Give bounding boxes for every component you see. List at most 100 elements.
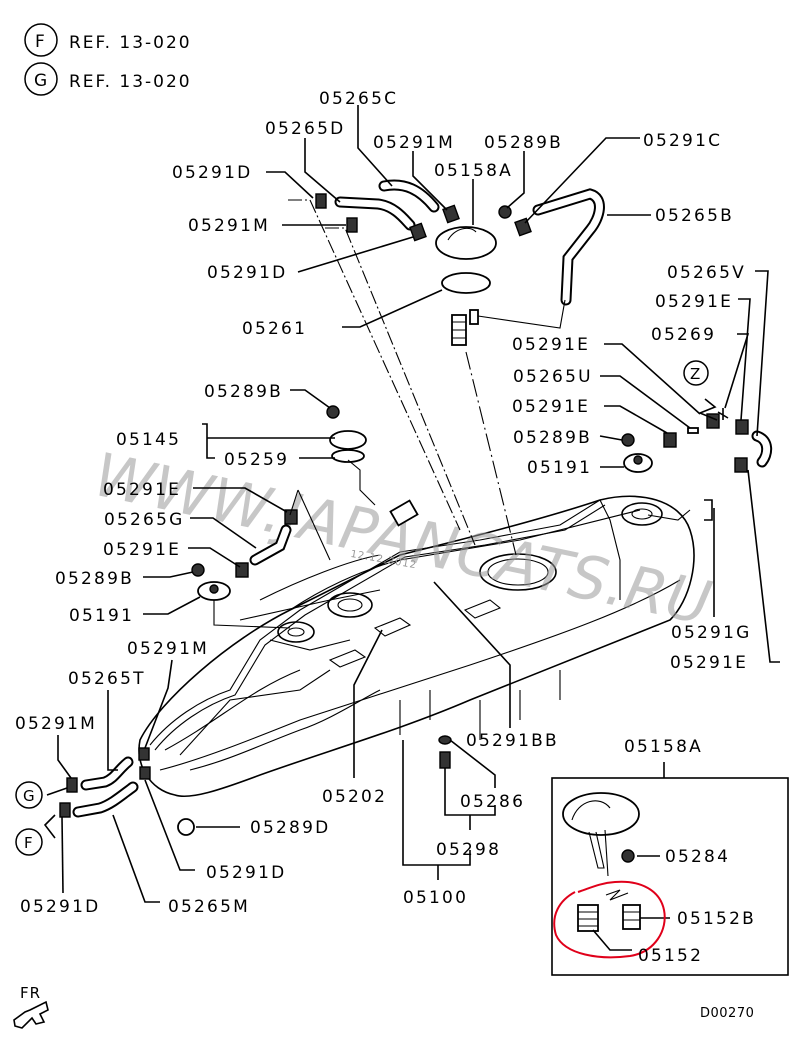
label-05265M[interactable]: 05265M bbox=[168, 897, 250, 917]
clamp-05291E-l1[interactable] bbox=[284, 509, 298, 525]
clamp-05291D-top2[interactable] bbox=[409, 222, 427, 242]
zone-marker-z[interactable]: Z bbox=[683, 360, 709, 386]
label-05158A-top[interactable]: 05158A bbox=[434, 161, 513, 181]
label-05286[interactable]: 05286 bbox=[460, 792, 525, 812]
label-05291M-l[interactable]: 05291M bbox=[15, 714, 97, 734]
label-05298[interactable]: 05298 bbox=[436, 840, 501, 860]
label-05291E-r2[interactable]: 05291E bbox=[512, 335, 590, 355]
sender-cap-05191-l[interactable] bbox=[197, 581, 231, 601]
label-05289B-l2[interactable]: 05289B bbox=[55, 569, 134, 589]
label-05291E-r3[interactable]: 05291E bbox=[512, 397, 590, 417]
ref-marker-circle bbox=[24, 23, 58, 57]
label-05259[interactable]: 05259 bbox=[224, 450, 289, 470]
clamp-05291D-top[interactable] bbox=[315, 193, 327, 209]
label-05291M-top2[interactable]: 05291M bbox=[188, 216, 270, 236]
label-05291E-r1[interactable]: 05291E bbox=[655, 292, 733, 312]
label-05265B[interactable]: 05265B bbox=[655, 206, 734, 226]
front-indicator-label: FR bbox=[20, 984, 41, 1002]
label-05289B-top[interactable]: 05289B bbox=[484, 133, 563, 153]
label-05152[interactable]: 05152 bbox=[638, 946, 703, 966]
label-05191-r[interactable]: 05191 bbox=[527, 458, 592, 478]
label-05291M-top[interactable]: 05291M bbox=[373, 133, 455, 153]
reference-g[interactable]: G REF. 13-020 bbox=[24, 62, 192, 96]
label-05291D-top2[interactable]: 05291D bbox=[207, 263, 287, 283]
fuel-pump-module[interactable] bbox=[435, 226, 517, 556]
label-05291C[interactable]: 05291C bbox=[643, 131, 722, 151]
drawing-code: D00270 bbox=[700, 1006, 754, 1021]
label-05265U[interactable]: 05265U bbox=[513, 367, 593, 387]
hose-05265U[interactable] bbox=[687, 427, 699, 434]
label-05289D[interactable]: 05289D bbox=[250, 818, 330, 838]
fuel-tank-body bbox=[138, 495, 695, 798]
label-05265D[interactable]: 05265D bbox=[265, 119, 345, 139]
hose-05265D[interactable] bbox=[334, 196, 416, 231]
detail-box-05158A bbox=[551, 762, 789, 976]
label-05145[interactable]: 05145 bbox=[116, 430, 181, 450]
zone-marker-label: Z bbox=[690, 365, 702, 383]
front-arrow-icon bbox=[13, 1000, 49, 1029]
label-05269[interactable]: 05269 bbox=[651, 325, 716, 345]
connector-marker-g-label: G bbox=[23, 787, 37, 805]
hose-05265M[interactable] bbox=[72, 781, 139, 818]
filter-05152B[interactable] bbox=[622, 904, 641, 930]
plug-05289D[interactable] bbox=[177, 818, 195, 836]
clip-05291G[interactable] bbox=[704, 499, 713, 521]
clamp-05291C[interactable] bbox=[514, 217, 532, 237]
label-05265V[interactable]: 05265V bbox=[667, 263, 746, 283]
bolt-05286[interactable] bbox=[439, 751, 451, 769]
label-05289B-r[interactable]: 05289B bbox=[513, 428, 592, 448]
clamp-05291E-r1[interactable] bbox=[735, 419, 749, 435]
label-05291BB[interactable]: 05291BB bbox=[466, 731, 559, 751]
sender-unit-05145[interactable] bbox=[329, 430, 419, 527]
label-05152B[interactable]: 05152B bbox=[677, 909, 756, 929]
screw-05284[interactable] bbox=[621, 849, 635, 863]
connector-marker-g[interactable]: G bbox=[15, 781, 43, 809]
reference-f[interactable]: F REF. 13-020 bbox=[24, 23, 192, 57]
hose-05265G[interactable] bbox=[249, 524, 292, 566]
label-05265C[interactable]: 05265C bbox=[319, 89, 398, 109]
hose-05265B[interactable] bbox=[532, 188, 605, 306]
label-05291D-b2[interactable]: 05291D bbox=[20, 897, 100, 917]
ref-marker-circle bbox=[24, 62, 58, 96]
label-05284[interactable]: 05284 bbox=[665, 847, 730, 867]
nut-05289B-l2[interactable] bbox=[191, 563, 205, 577]
label-05265T[interactable]: 05265T bbox=[68, 669, 146, 689]
label-05291M-l2[interactable]: 05291M bbox=[127, 639, 209, 659]
label-05265G[interactable]: 05265G bbox=[104, 510, 184, 530]
label-05291E-l2[interactable]: 05291E bbox=[103, 540, 181, 560]
label-05289B-l[interactable]: 05289B bbox=[204, 382, 283, 402]
nut-05289B-top[interactable] bbox=[498, 205, 512, 219]
part-labels: 05265C 05265D 05291M 05289B 05291C 05158… bbox=[15, 89, 756, 966]
clamp-05291M-top[interactable] bbox=[346, 217, 358, 233]
ref-marker-f: F bbox=[35, 32, 47, 52]
clamp-05291M-l[interactable] bbox=[66, 777, 78, 793]
clamp-05291D-b2[interactable] bbox=[139, 766, 151, 780]
clamp-05291M-l2[interactable] bbox=[138, 747, 150, 761]
label-05261[interactable]: 05261 bbox=[242, 319, 307, 339]
sender-cap-05191-r[interactable] bbox=[623, 453, 653, 473]
nut-05289B-l[interactable] bbox=[326, 405, 340, 419]
label-05291D-top1[interactable]: 05291D bbox=[172, 163, 252, 183]
label-05202[interactable]: 05202 bbox=[322, 787, 387, 807]
label-05291D-b1[interactable]: 05291D bbox=[206, 863, 286, 883]
label-05291E-l1[interactable]: 05291E bbox=[103, 480, 181, 500]
hose-05265T[interactable] bbox=[80, 756, 134, 791]
washer-05291BB[interactable] bbox=[438, 735, 452, 745]
label-05100[interactable]: 05100 bbox=[403, 888, 468, 908]
nut-05289B-r[interactable] bbox=[621, 433, 635, 447]
hose-05265V[interactable] bbox=[751, 430, 773, 468]
ref-text-g: REF. 13-020 bbox=[69, 72, 192, 92]
front-indicator: FR bbox=[13, 984, 49, 1029]
clamp-05291D-b1[interactable] bbox=[59, 802, 71, 818]
hose-05265C[interactable] bbox=[378, 179, 440, 213]
clamp-05291E-r3[interactable] bbox=[663, 432, 677, 448]
clamp-05291E-r4[interactable] bbox=[734, 457, 748, 473]
label-05291E-r4[interactable]: 05291E bbox=[670, 653, 748, 673]
connector-05269[interactable] bbox=[717, 408, 729, 420]
label-05291G[interactable]: 05291G bbox=[671, 623, 751, 643]
connector-marker-f[interactable]: F bbox=[15, 828, 43, 856]
label-05191-l[interactable]: 05191 bbox=[69, 606, 134, 626]
filter-05152[interactable] bbox=[577, 904, 599, 932]
label-05158A-box[interactable]: 05158A bbox=[624, 737, 703, 757]
